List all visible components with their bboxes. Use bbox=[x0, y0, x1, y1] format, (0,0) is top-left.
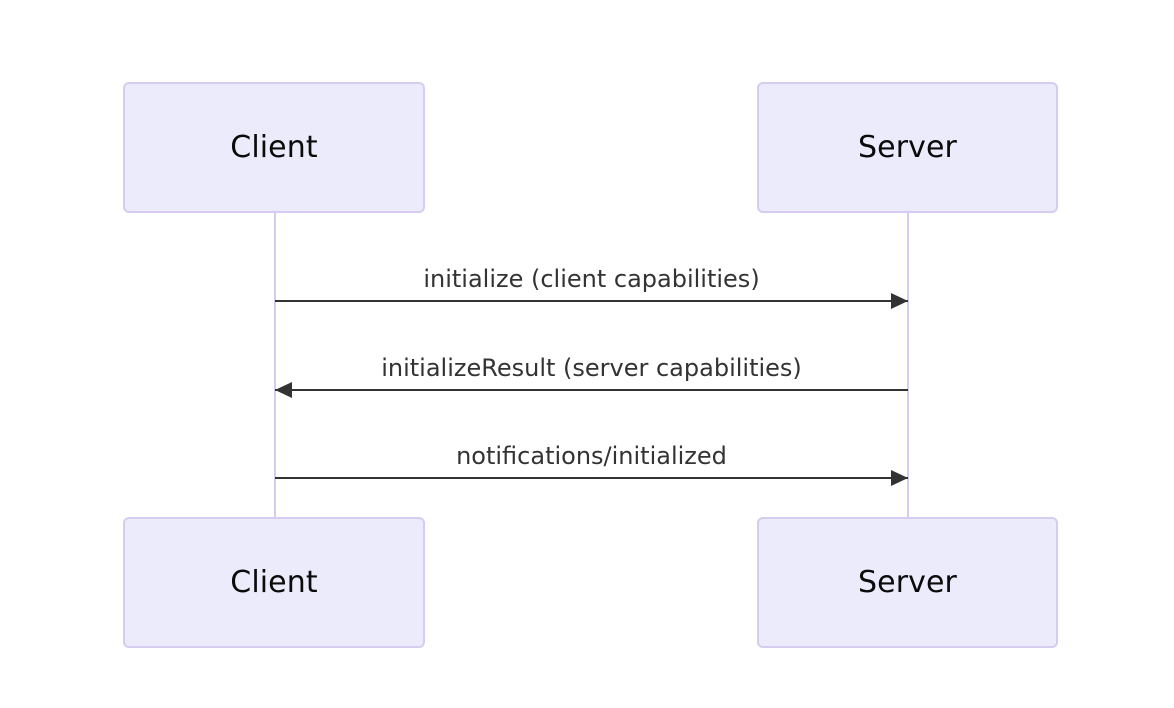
message-label-notifications-initialized: notifications/initialized bbox=[456, 441, 727, 470]
message-line-notifications-initialized bbox=[275, 477, 908, 479]
participant-box-server-bottom[interactable]: Server bbox=[757, 517, 1058, 648]
participant-label-client-top: Client bbox=[230, 129, 318, 165]
arrowhead-right-icon bbox=[891, 470, 908, 486]
lifeline-client bbox=[274, 213, 276, 518]
participant-box-client-bottom[interactable]: Client bbox=[123, 517, 425, 648]
lifeline-server bbox=[907, 213, 909, 518]
participant-label-server-bottom: Server bbox=[858, 564, 957, 600]
arrowhead-left-icon bbox=[275, 382, 292, 398]
arrowhead-right-icon bbox=[891, 293, 908, 309]
participant-label-client-bottom: Client bbox=[230, 564, 318, 600]
message-label-initialize: initialize (client capabilities) bbox=[423, 264, 760, 293]
message-line-initialize-result bbox=[275, 389, 908, 391]
participant-label-server-top: Server bbox=[858, 129, 957, 165]
message-label-initialize-result: initializeResult (server capabilities) bbox=[381, 353, 802, 382]
participant-box-client-top[interactable]: Client bbox=[123, 82, 425, 213]
participant-box-server-top[interactable]: Server bbox=[757, 82, 1058, 213]
message-line-initialize bbox=[275, 300, 908, 302]
